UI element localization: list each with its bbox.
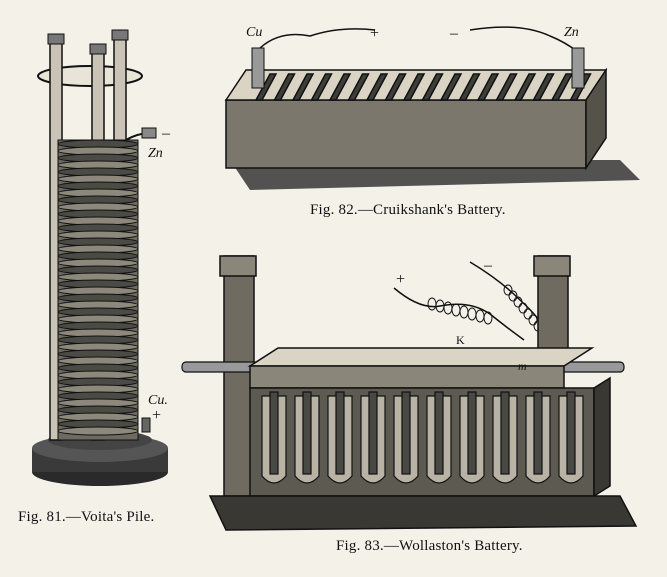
wire-coil xyxy=(451,303,461,317)
wire-coil xyxy=(427,297,437,311)
wollastons-battery-illustration: + – K m xyxy=(181,255,638,531)
zinc-plate xyxy=(533,391,543,475)
trough-plate xyxy=(365,73,389,101)
trough-plate xyxy=(254,73,278,101)
trough-plate xyxy=(310,73,333,101)
trough-plate xyxy=(328,73,352,101)
trough-plate xyxy=(495,73,518,101)
wire-coil xyxy=(528,314,538,326)
zinc-plate xyxy=(467,391,477,475)
trough-plate xyxy=(273,73,296,101)
fig81-caption: Fig. 81.—Voita's Pile. xyxy=(18,509,155,525)
figure-cruikshanks-battery: Cu + – Zn Fig. 82.—Cruikshank's Battery. xyxy=(200,0,667,225)
wire-coil xyxy=(459,305,469,319)
pile-cu-label: Cu. xyxy=(148,393,168,408)
trough-plate xyxy=(347,73,370,101)
fig82-caption: Fig. 82.—Cruikshank's Battery. xyxy=(310,202,506,218)
zinc-plate xyxy=(434,391,444,475)
wire-coil xyxy=(467,307,477,321)
pile-disc xyxy=(57,426,139,436)
cruikshanks-battery-illustration: Cu + – Zn xyxy=(224,25,640,190)
trough-plate xyxy=(384,73,407,101)
zinc-plate xyxy=(335,391,345,475)
figure-wollastons-battery: + – K m Fig. 83.—Wollaston's Battery. xyxy=(180,240,667,577)
zinc-plate xyxy=(500,391,510,475)
pile-minus-sign: – xyxy=(161,125,171,142)
trough-plate xyxy=(439,73,463,101)
figure-voltas-pile: – Zn Cu. + Fig. 81.—Voita's Pile. xyxy=(0,0,200,525)
zinc-plate xyxy=(368,391,378,475)
trough-plate xyxy=(458,73,481,101)
trough-plate xyxy=(476,73,500,101)
wire-coil xyxy=(483,311,493,325)
wire-coil xyxy=(508,290,518,302)
fig83-caption: Fig. 83.—Wollaston's Battery. xyxy=(336,538,523,554)
zinc-plate xyxy=(302,391,312,475)
trough-plate xyxy=(291,73,315,101)
trough-plate xyxy=(513,73,537,101)
wollaston-k-label: K xyxy=(456,333,465,347)
wire-coil xyxy=(523,308,533,320)
wollaston-m-label: m xyxy=(518,359,527,373)
cruikshank-cu-label: Cu xyxy=(246,25,262,40)
wollaston-plus-sign: + xyxy=(396,271,405,288)
wire-coil xyxy=(475,309,485,323)
wollaston-minus-sign: – xyxy=(483,257,493,274)
pile-plus-sign: + xyxy=(152,407,161,424)
wire-coil xyxy=(513,296,523,308)
wire-coil xyxy=(518,302,528,314)
wire-coil xyxy=(503,284,513,296)
pile-zn-label: Zn xyxy=(148,146,163,161)
cruikshank-plus-sign: + xyxy=(370,25,379,42)
voltas-pile-illustration: – Zn Cu. + xyxy=(32,29,171,486)
zinc-plate xyxy=(269,391,279,475)
zinc-plate xyxy=(566,391,576,475)
trough-plate xyxy=(532,73,555,101)
trough-plate xyxy=(421,73,444,101)
cruikshank-minus-sign: – xyxy=(449,25,459,42)
cruikshank-zn-label: Zn xyxy=(564,25,579,40)
trough-plate xyxy=(402,73,426,101)
zinc-plate xyxy=(401,391,411,475)
wire-coil xyxy=(443,301,453,315)
